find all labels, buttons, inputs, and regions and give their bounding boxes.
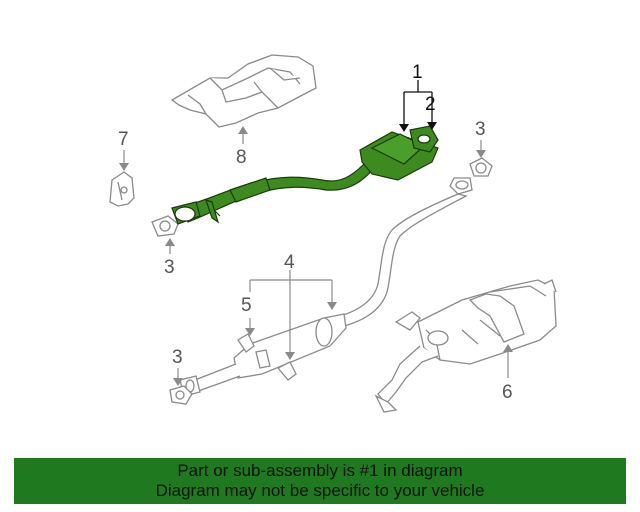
gasket-lower-part-3 <box>169 385 193 405</box>
banner-line-1: Part or sub-assembly is #1 in diagram <box>177 461 463 480</box>
callout-6: 6 <box>502 382 513 403</box>
banner-line-2: Diagram may not be specific to your vehi… <box>155 481 485 500</box>
vehicle-fit-banner: Part or sub-assembly is #1 in diagram Di… <box>14 458 626 504</box>
callout-5: 5 <box>241 295 252 316</box>
callout-7-arrowhead <box>119 163 129 171</box>
callout-1-arrowhead <box>399 124 409 132</box>
callout-3b-arrowhead <box>476 150 486 158</box>
gasket-right-part-3 <box>469 157 493 177</box>
callout-4-arrowhead <box>327 302 337 310</box>
callout-4: 4 <box>284 252 295 273</box>
muffler-part-6 <box>374 279 557 413</box>
callout-8: 8 <box>236 147 247 168</box>
gasket-left-part-3 <box>151 215 179 237</box>
callout-2-arrowhead <box>427 122 437 130</box>
callout-6-arrowhead <box>503 344 513 352</box>
heat-shield-part-8 <box>170 54 317 128</box>
front-pipe-catalytic-converter-part-1 <box>171 125 439 225</box>
callout-1: 1 <box>412 62 423 83</box>
bracket-part-7 <box>109 171 135 207</box>
center-pipe-resonator <box>179 177 473 397</box>
callout-5-arrowhead <box>245 328 255 336</box>
callout-3a: 3 <box>164 257 175 278</box>
callout-3a-arrowhead <box>165 238 175 246</box>
callout-3c-arrowhead <box>173 378 183 386</box>
callout-7: 7 <box>118 129 129 150</box>
callout-3c: 3 <box>172 347 183 368</box>
exhaust-parts-diagram: 8 7 3 1 2 3 <box>109 54 557 413</box>
callout-3b: 3 <box>475 119 486 140</box>
callout-4-leaders <box>249 270 333 356</box>
callout-2: 2 <box>425 94 436 115</box>
callout-4b-arrowhead <box>285 352 295 360</box>
callout-8-arrowhead <box>238 126 248 134</box>
